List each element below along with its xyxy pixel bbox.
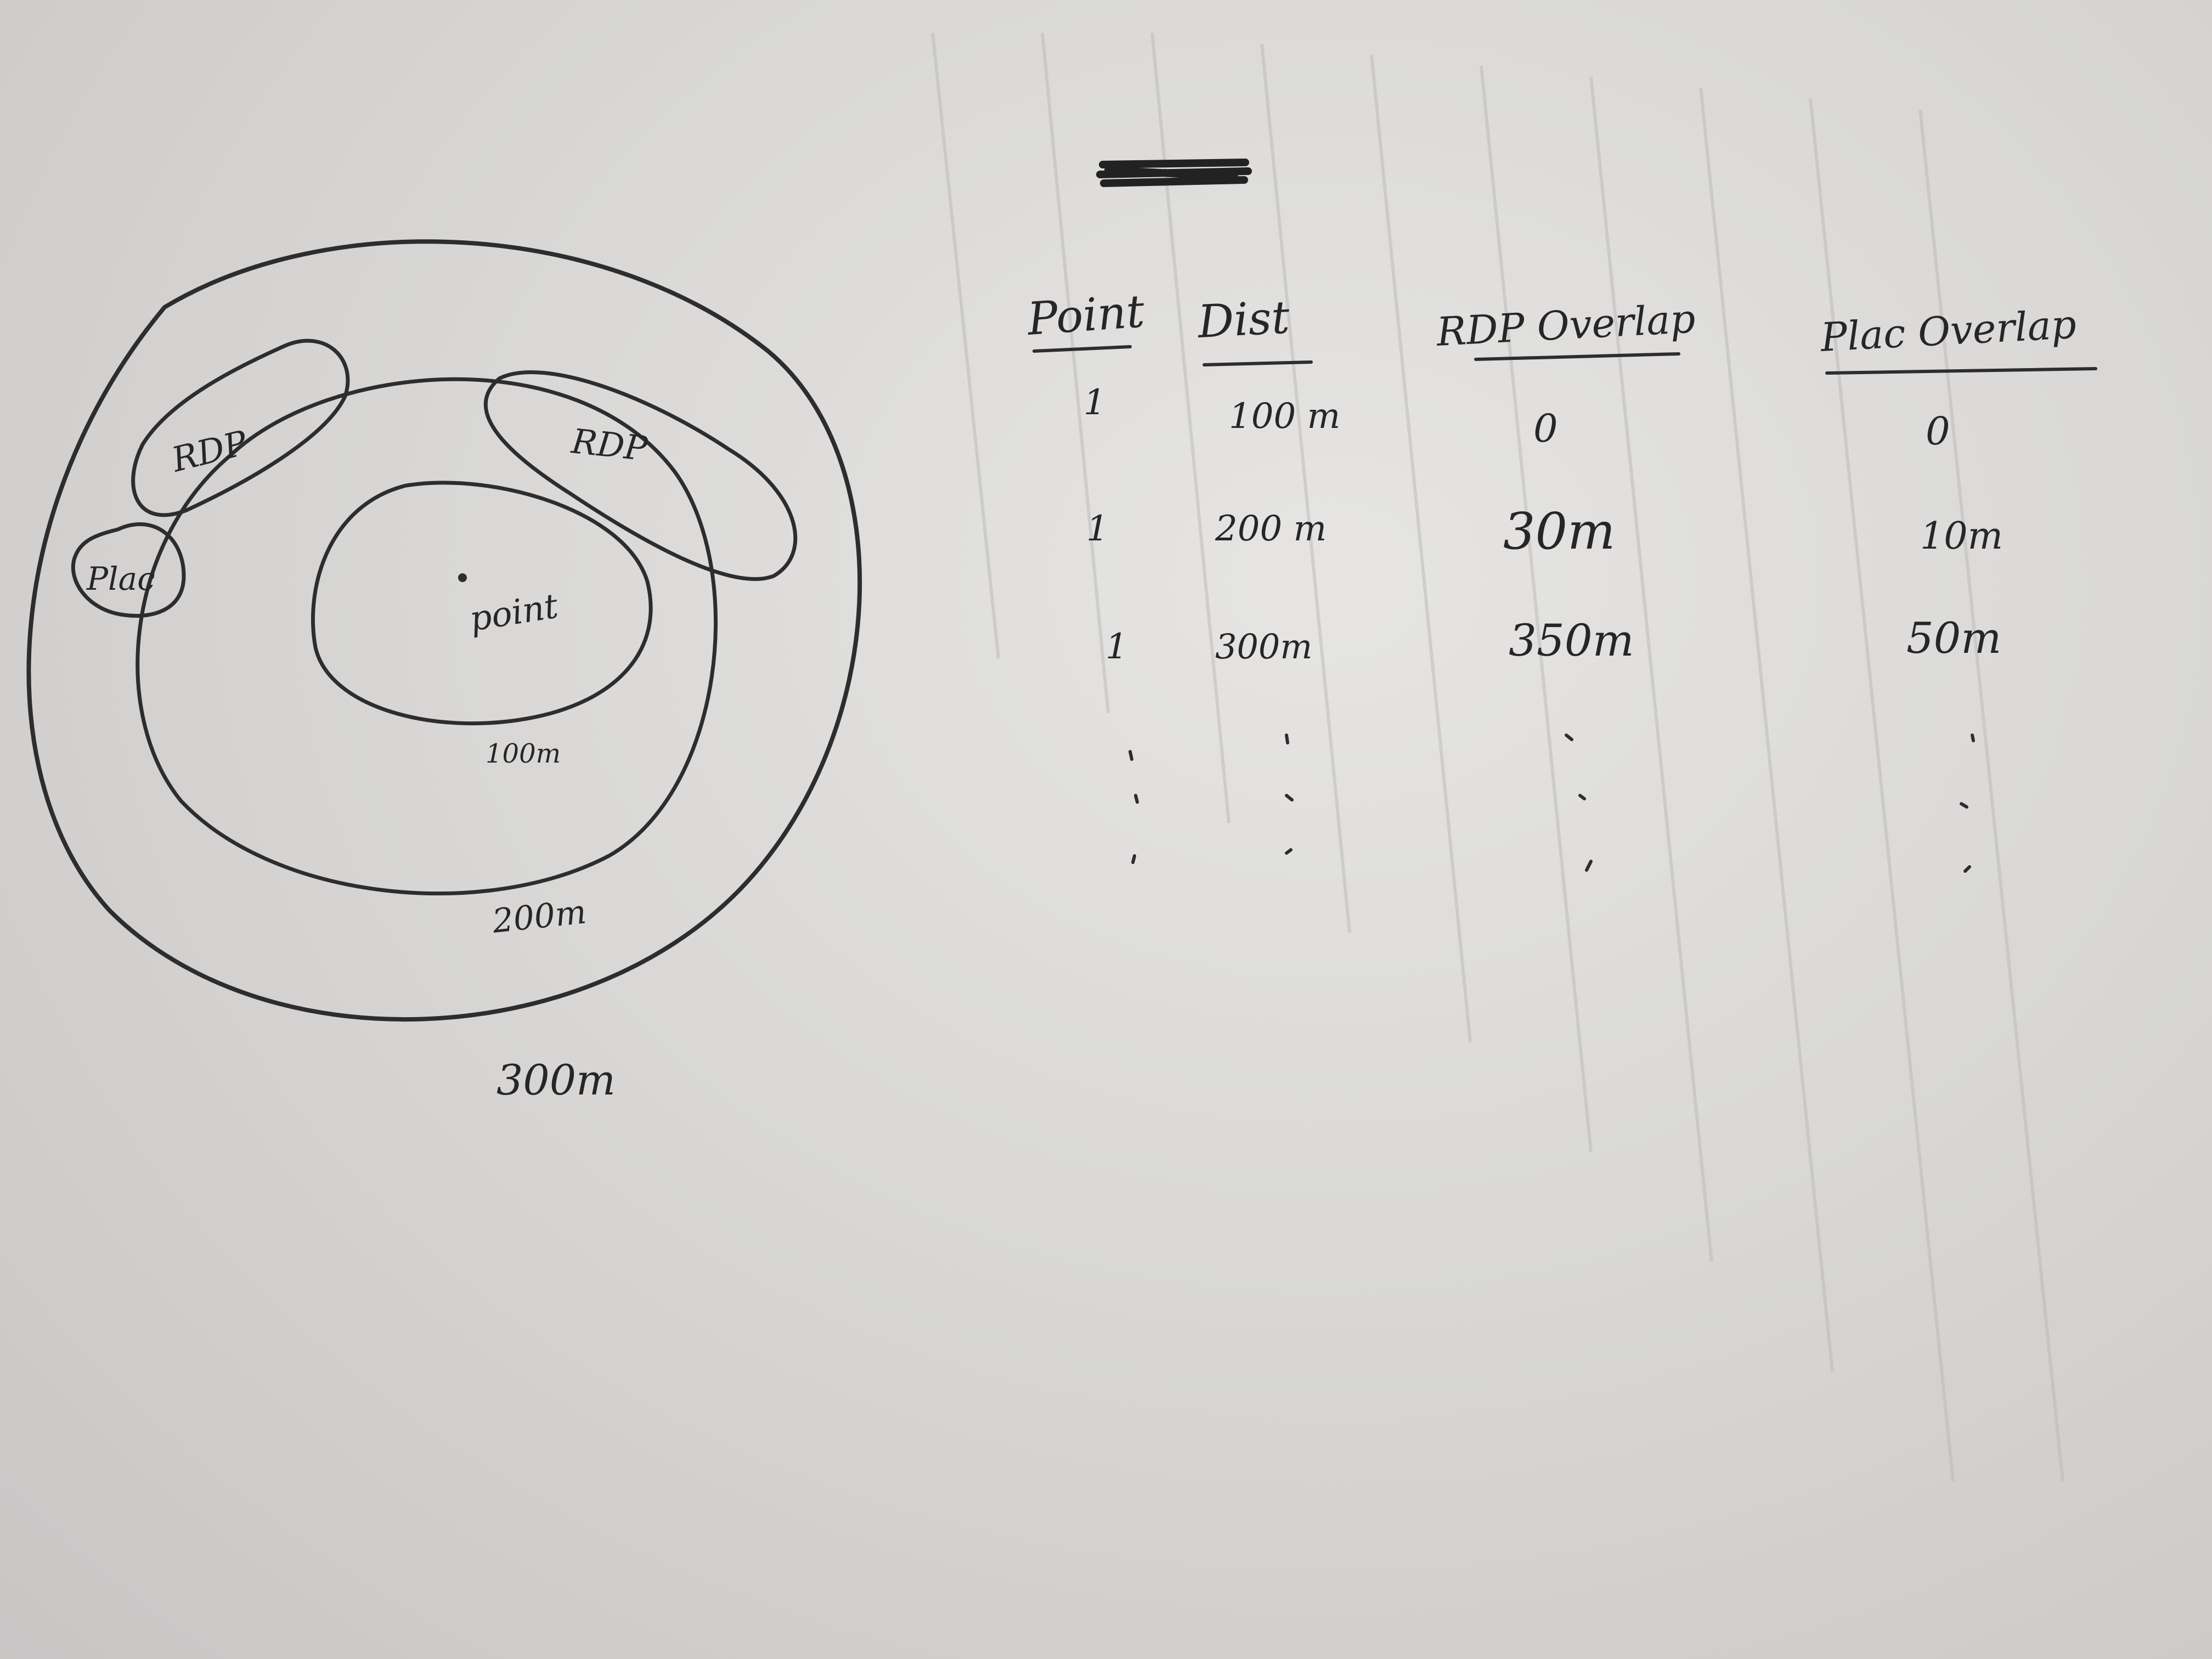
cell-plac-overlap: 10m: [1920, 515, 2003, 558]
ring-100m: [311, 481, 653, 726]
rdp-zone-left-label: RDP: [167, 422, 252, 480]
cell-rdp-overlap: 350m: [1509, 615, 1634, 666]
rdp-zone-right-label: RDP: [569, 421, 650, 469]
cell-point: 1: [1105, 627, 1128, 667]
ring-diagram: [26, 239, 862, 1022]
table-row: 1 300m 350m 50m: [1105, 614, 2001, 667]
table-row: 1 100 m 0 0: [1084, 382, 1950, 454]
header-point: Point: [1025, 285, 1147, 346]
underline-plac-overlap: [1825, 367, 2097, 375]
cell-dist: 200 m: [1215, 509, 1327, 549]
header-dist: Dist: [1195, 291, 1291, 348]
cell-point: 1: [1086, 509, 1109, 549]
ring-200m: [136, 377, 718, 895]
rdp-zone-left: [131, 338, 350, 517]
header-rdp-overlap: RDP Overlap: [1434, 295, 1696, 355]
scribbled-out-word: [1096, 159, 1252, 187]
cell-plac-overlap: 0: [1926, 409, 1950, 454]
cell-rdp-overlap: 0: [1533, 406, 1558, 451]
overlap-table: Point Dist RDP Overlap Plac Overlap 1 10…: [1025, 285, 2097, 873]
table-row: 1 200 m 30m 10m: [1086, 502, 2003, 561]
underline-rdp-overlap: [1474, 352, 1680, 361]
plac-zone-label: Plac: [86, 560, 155, 597]
bleed-through-lines: [931, 32, 2064, 1482]
header-plac-overlap: Plac Overlap: [1818, 301, 2077, 360]
continuation-marks: [1128, 733, 1975, 873]
underline-dist: [1203, 360, 1313, 366]
cell-rdp-overlap: 30m: [1503, 502, 1615, 561]
cell-dist: 300m: [1215, 627, 1312, 667]
ring-300m: [26, 239, 862, 1022]
table-header: Point Dist RDP Overlap Plac Overlap: [1025, 285, 2097, 375]
center-point-dot: [458, 573, 467, 582]
cell-point: 1: [1084, 382, 1106, 423]
underline-point: [1032, 345, 1132, 353]
center-point-label: point: [467, 585, 561, 639]
rdp-zone-right: [483, 370, 798, 581]
cell-dist: 100 m: [1229, 396, 1340, 437]
ring-300m-label: 300m: [496, 1056, 616, 1104]
diagram-labels: point 100m 200m 300m RDP RDP Plac: [86, 421, 650, 1104]
ring-200m-label: 200m: [490, 893, 588, 941]
plac-zone: [71, 522, 186, 618]
cell-plac-overlap: 50m: [1906, 614, 2001, 663]
ring-100m-label: 100m: [486, 738, 561, 769]
